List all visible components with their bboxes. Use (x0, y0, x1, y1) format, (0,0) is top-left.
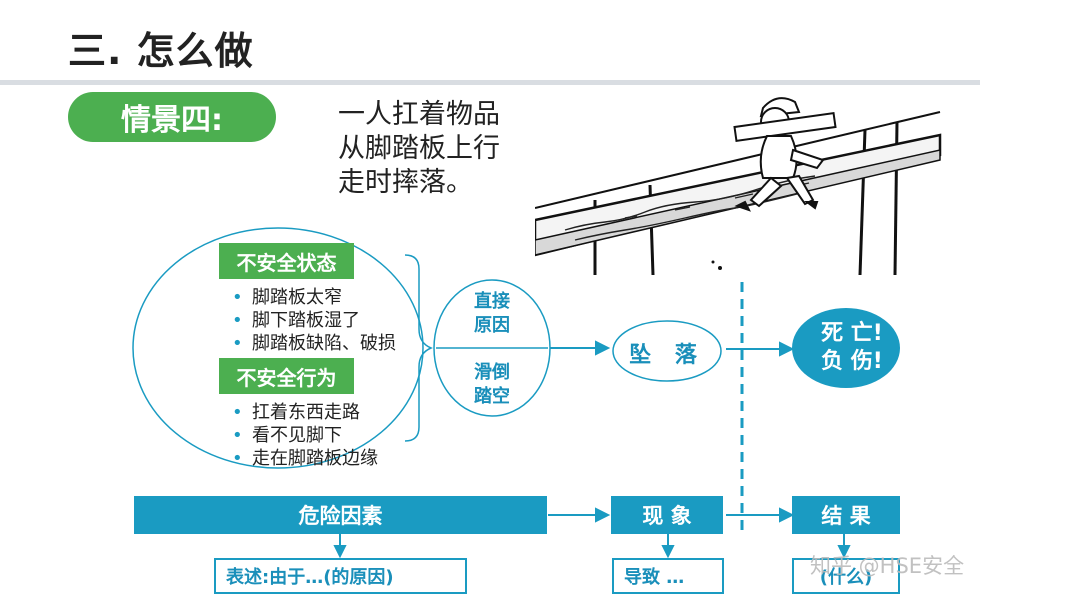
worker-falling-illustration (535, 90, 943, 278)
hazard-note-box: 表述:由于…(的原因) (214, 558, 467, 594)
scene-description-line: 走时摔落。 (338, 167, 473, 198)
direct-cause-value: 滑倒 踏空 (462, 361, 522, 409)
list-item: 扛着东西走路 (230, 401, 378, 424)
result-line: 死 亡! (821, 321, 883, 346)
direct-cause-label-line: 原因 (474, 315, 510, 336)
unsafe-state-list: 脚踏板太窄 脚下踏板湿了 脚踏板缺陷、破损 (230, 286, 396, 355)
scene-label: 情景四: (68, 92, 276, 142)
phenomenon-label: 坠 落 (629, 343, 705, 368)
phenomenon-note-box: 导致 … (612, 558, 724, 594)
list-item: 走在脚踏板边缘 (230, 447, 378, 470)
page-title: 三. 怎么做 (68, 29, 254, 73)
title-divider (0, 80, 980, 85)
list-item: 脚踏板缺陷、破损 (230, 332, 396, 355)
list-item: 脚踏板太窄 (230, 286, 396, 309)
direct-cause-value-line: 滑倒 (474, 362, 510, 383)
watermark: 知乎 @HSE安全 (810, 554, 965, 578)
direct-cause-value-line: 踏空 (474, 386, 510, 407)
result-note-box: (什么) (792, 558, 900, 594)
unsafe-behavior-list: 扛着东西走路 看不见脚下 走在脚踏板边缘 (230, 401, 378, 470)
unsafe-behavior-tag: 不安全行为 (219, 358, 354, 394)
unsafe-state-tag: 不安全状态 (219, 243, 354, 279)
result-line: 负 伤! (821, 349, 883, 374)
hazard-factors-bar: 危险因素 (134, 496, 547, 534)
scene-description-line: 一人扛着物品 (338, 99, 500, 130)
list-item: 脚下踏板湿了 (230, 309, 396, 332)
scene-description: 一人扛着物品 从脚踏板上行 走时摔落。 (338, 98, 528, 200)
direct-cause-label-line: 直接 (474, 291, 510, 312)
scene-description-line: 从脚踏板上行 (338, 133, 500, 164)
list-item: 看不见脚下 (230, 424, 378, 447)
result-label: 死 亡! 负 伤! (800, 320, 904, 376)
direct-cause-label: 直接 原因 (462, 290, 522, 338)
result-bar: 结 果 (792, 496, 900, 534)
phenomenon-bar: 现 象 (611, 496, 723, 534)
